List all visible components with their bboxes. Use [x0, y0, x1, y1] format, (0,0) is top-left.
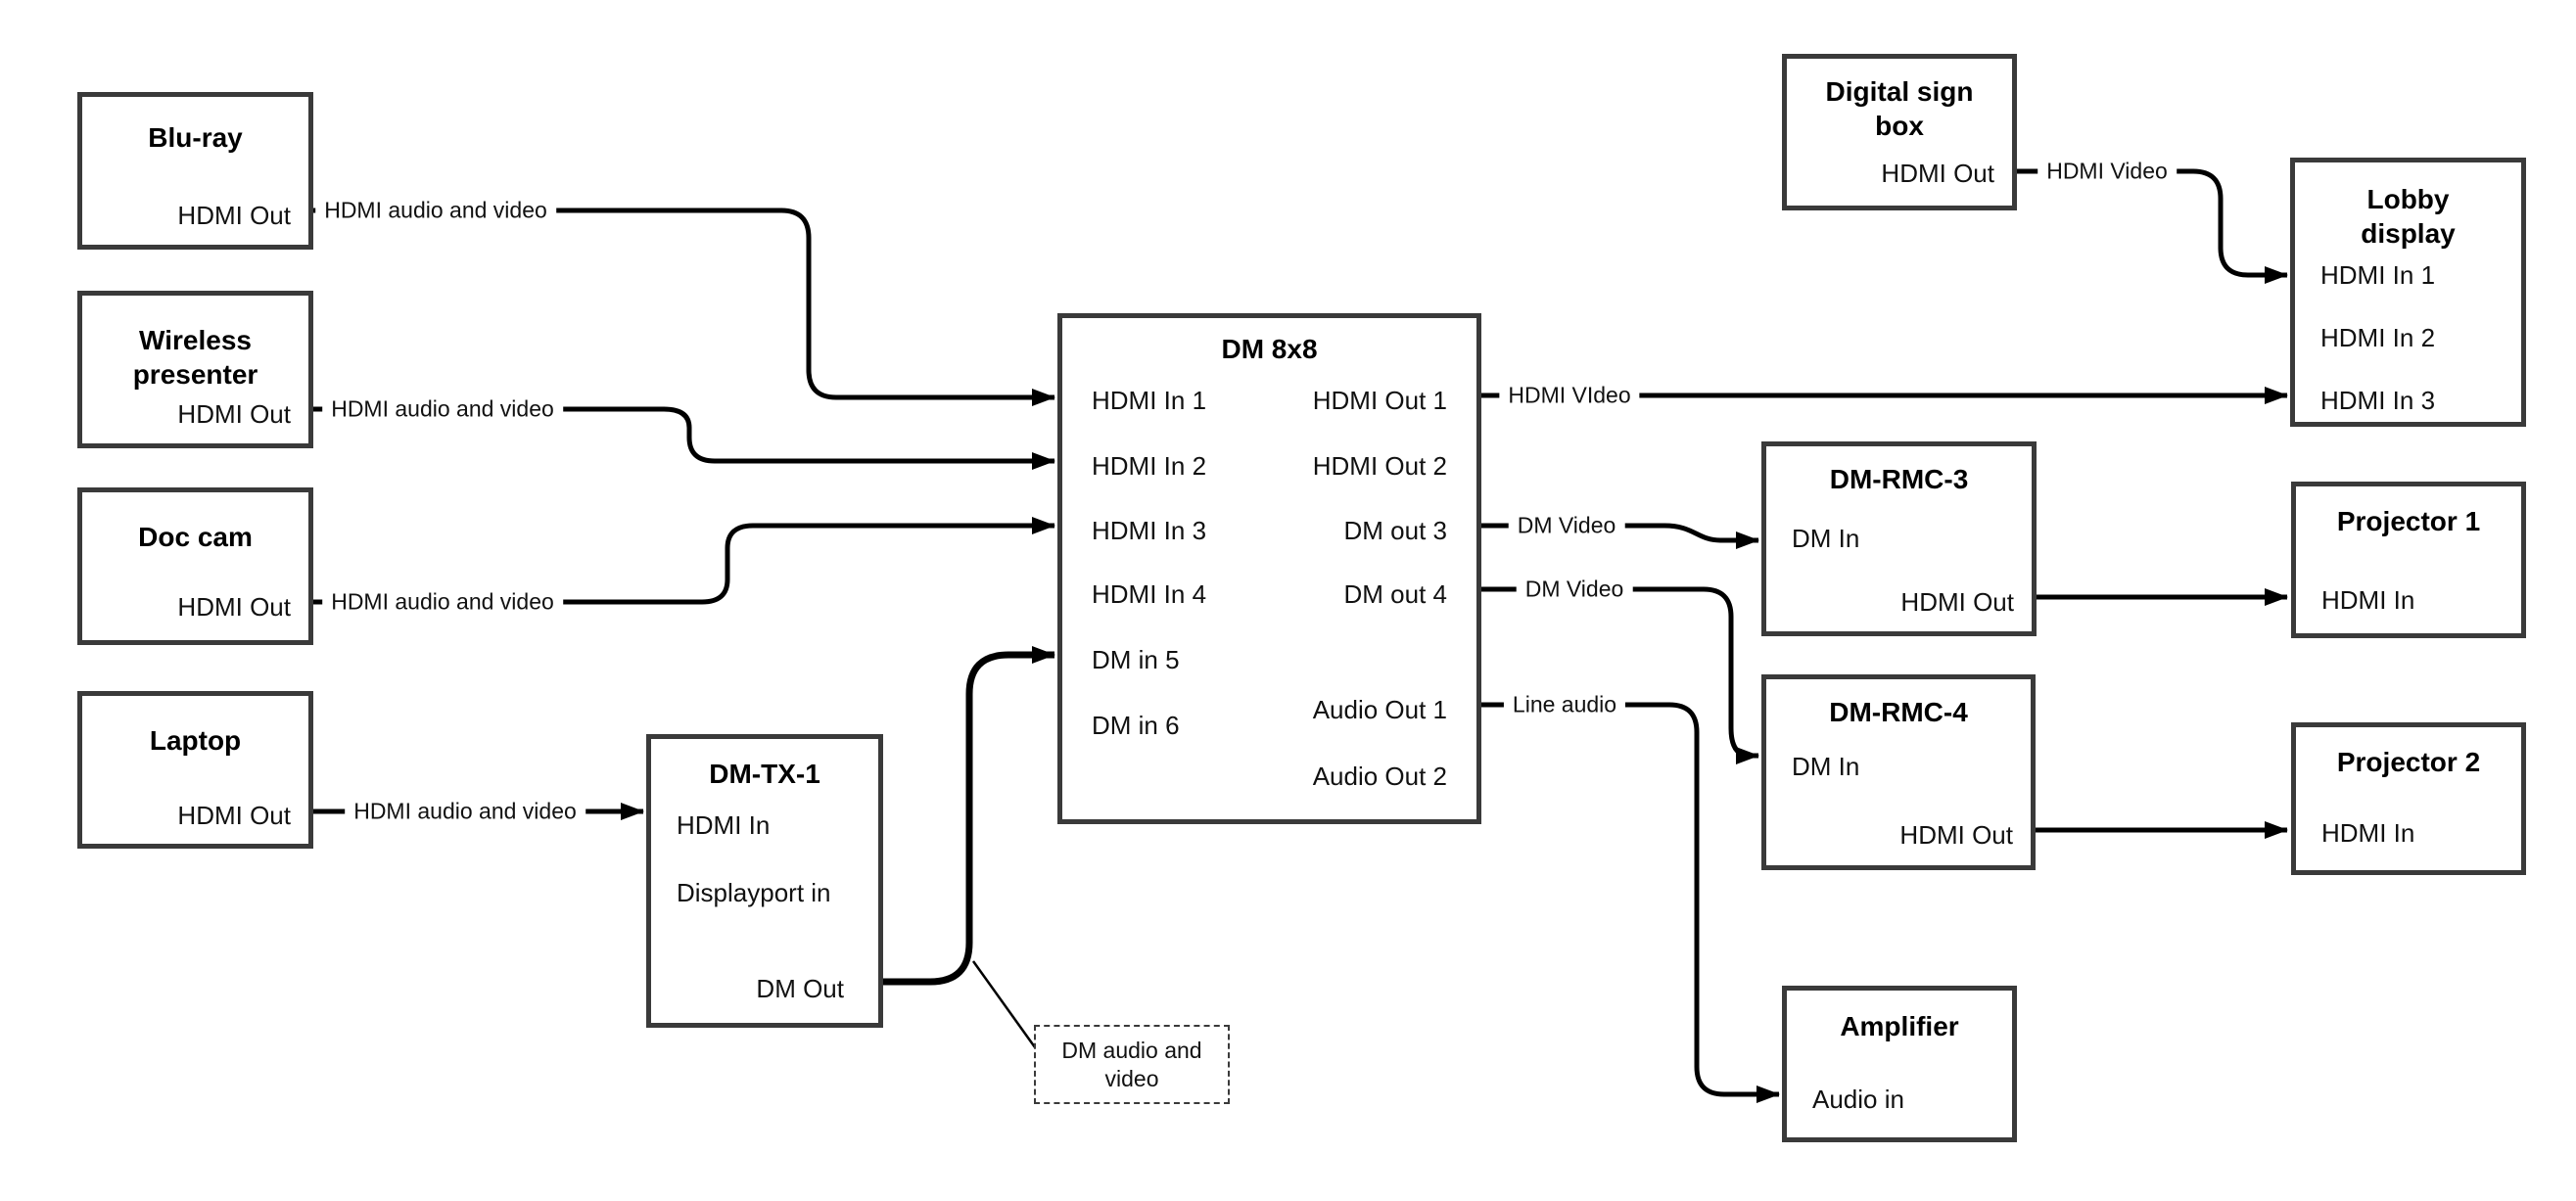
edge-wireless-to-dm8x8-hdmi-in-2	[313, 406, 1055, 470]
dm-rmc-4-title: DM-RMC-4	[1766, 695, 2031, 729]
dm-8x8-port-hdmi-in-3: HDMI In 3	[1092, 516, 1207, 545]
lobby-display-title-line: Lobby	[2366, 184, 2450, 214]
edge-digital-sign-to-lobby-hdmi-in-1	[2017, 168, 2288, 284]
digital-sign-box-title: Digital sign box	[1787, 74, 2012, 143]
annotation-note-line: video	[1104, 1065, 1159, 1091]
edge-label-dm8x8-dm-out-3-to-dmrmc3-dm-in: DM Video	[1508, 511, 1625, 540]
dm-8x8-port-hdmi-in-1: HDMI In 1	[1092, 386, 1207, 415]
doc-cam-title: Doc cam	[82, 520, 308, 554]
wireless-presenter-title-line: Wireless	[139, 325, 252, 355]
annotation-note-line: DM audio and	[1061, 1037, 1202, 1063]
dm-8x8-port-dm-out-3: DM out 3	[1343, 516, 1448, 545]
edge-label-dm8x8-audio-out-1-to-amplifier: Line audio	[1503, 690, 1626, 719]
dm-rmc-3-port-dm-in: DM In	[1792, 524, 1860, 553]
amplifier-port-audio-in: Audio in	[1812, 1085, 1904, 1114]
blu-ray-port-hdmi-out: HDMI Out	[177, 201, 291, 230]
dm-8x8-port-dm-out-4: DM out 4	[1343, 579, 1448, 609]
dm-rmc-3-title-line: DM-RMC-3	[1829, 464, 1969, 494]
node-projector-1: Projector 1 HDMI In	[2291, 482, 2526, 638]
dm-tx-1-title: DM-TX-1	[651, 757, 878, 791]
lobby-display-title: Lobby display	[2295, 182, 2521, 251]
lobby-display-port-hdmi-in-2: HDMI In 2	[2320, 323, 2436, 352]
projector-2-port-hdmi-in: HDMI In	[2321, 818, 2415, 848]
edge-label-dm8x8-dm-out-4-to-dmrmc4-dm-in: DM Video	[1516, 575, 1633, 604]
dm-rmc-4-port-hdmi-out: HDMI Out	[1899, 820, 2013, 850]
dm-rmc-4-title-line: DM-RMC-4	[1829, 697, 1968, 727]
digital-sign-box-title-line: Digital sign	[1825, 76, 1974, 107]
laptop-title-line: Laptop	[149, 725, 242, 756]
dm-tx-1-port-dm-out: DM Out	[756, 974, 844, 1003]
projector-1-title-line: Projector 1	[2336, 506, 2481, 536]
edge-label-wireless-to-dm8x8-hdmi-in-2: HDMI audio and video	[322, 394, 563, 424]
dm-8x8-port-hdmi-in-2: HDMI In 2	[1092, 451, 1207, 481]
edge-dm8x8-dm-out-3-to-dmrmc3-dm-in	[1481, 523, 1759, 549]
projector-2-title-line: Projector 2	[2336, 747, 2481, 777]
digital-sign-box-title-line: box	[1875, 111, 1924, 141]
node-projector-2: Projector 2 HDMI In	[2291, 722, 2526, 875]
dm-8x8-port-hdmi-in-4: HDMI In 4	[1092, 579, 1207, 609]
doc-cam-port-hdmi-out: HDMI Out	[177, 592, 291, 622]
dm-rmc-3-title: DM-RMC-3	[1766, 462, 2032, 496]
edge-label-bluray-to-dm8x8-hdmi-in-1: HDMI audio and video	[315, 196, 556, 225]
projector-2-title: Projector 2	[2296, 745, 2521, 779]
edge-label-laptop-to-dmtx1-hdmi-in: HDMI audio and video	[345, 797, 585, 826]
node-dm-rmc-4: DM-RMC-4 DM In HDMI Out	[1761, 674, 2036, 870]
dm-8x8-title-line: DM 8x8	[1221, 334, 1318, 364]
doc-cam-title-line: Doc cam	[138, 522, 253, 552]
edge-label-doccam-to-dm8x8-hdmi-in-3: HDMI audio and video	[322, 587, 563, 617]
edge-doccam-to-dm8x8-hdmi-in-3	[313, 517, 1055, 605]
lobby-display-port-hdmi-in-3: HDMI In 3	[2320, 386, 2436, 415]
edge-dm8x8-dm-out-4-to-dmrmc4-dm-in	[1481, 586, 1759, 764]
projector-1-title: Projector 1	[2296, 504, 2521, 538]
dm-8x8-port-audio-out-1: Audio Out 1	[1312, 695, 1447, 724]
laptop-port-hdmi-out: HDMI Out	[177, 801, 291, 830]
dm-tx-1-title-line: DM-TX-1	[709, 759, 820, 789]
laptop-title: Laptop	[82, 723, 308, 758]
dm-8x8-port-dm-in-6: DM in 6	[1092, 711, 1180, 740]
dm-tx-1-port-displayport-in: Displayport in	[677, 878, 831, 907]
edge-dmtx1-dm-out-to-dm8x8-dm-in-5	[883, 646, 1055, 986]
edge-label-dm8x8-hdmi-out-1-to-lobby-hdmi-in-3: HDMI VIdeo	[1499, 381, 1640, 410]
edge-bluray-to-dm8x8-hdmi-in-1	[313, 208, 1055, 406]
wireless-presenter-title-line: presenter	[132, 359, 258, 390]
dm-rmc-3-port-hdmi-out: HDMI Out	[1900, 587, 2014, 617]
annotation-leader-line	[971, 960, 1037, 1048]
edge-label-digital-sign-to-lobby-hdmi-in-1: HDMI Video	[2037, 157, 2177, 186]
dm-8x8-port-hdmi-out-2: HDMI Out 2	[1312, 451, 1447, 481]
dm-8x8-port-hdmi-out-1: HDMI Out 1	[1312, 386, 1447, 415]
projector-1-port-hdmi-in: HDMI In	[2321, 585, 2415, 615]
dm-8x8-port-audio-out-2: Audio Out 2	[1312, 762, 1447, 791]
dm-rmc-4-port-dm-in: DM In	[1792, 752, 1860, 781]
wireless-presenter-port-hdmi-out: HDMI Out	[177, 399, 291, 429]
wireless-presenter-title: Wireless presenter	[82, 323, 308, 392]
blu-ray-title-line: Blu-ray	[148, 122, 243, 153]
lobby-display-title-line: display	[2361, 218, 2456, 249]
dm-tx-1-port-hdmi-in: HDMI In	[677, 810, 771, 840]
dm-8x8-title: DM 8x8	[1062, 332, 1476, 366]
lobby-display-port-hdmi-in-1: HDMI In 1	[2320, 260, 2436, 290]
amplifier-title-line: Amplifier	[1840, 1011, 1959, 1041]
edge-dm8x8-audio-out-1-to-amplifier	[1481, 702, 1780, 1103]
digital-sign-box-port-hdmi-out: HDMI Out	[1881, 159, 1994, 188]
blu-ray-title: Blu-ray	[82, 120, 308, 155]
dm-8x8-port-dm-in-5: DM in 5	[1092, 645, 1180, 674]
node-dm-rmc-3: DM-RMC-3 DM In HDMI Out	[1761, 441, 2037, 636]
amplifier-title: Amplifier	[1787, 1009, 2012, 1043]
